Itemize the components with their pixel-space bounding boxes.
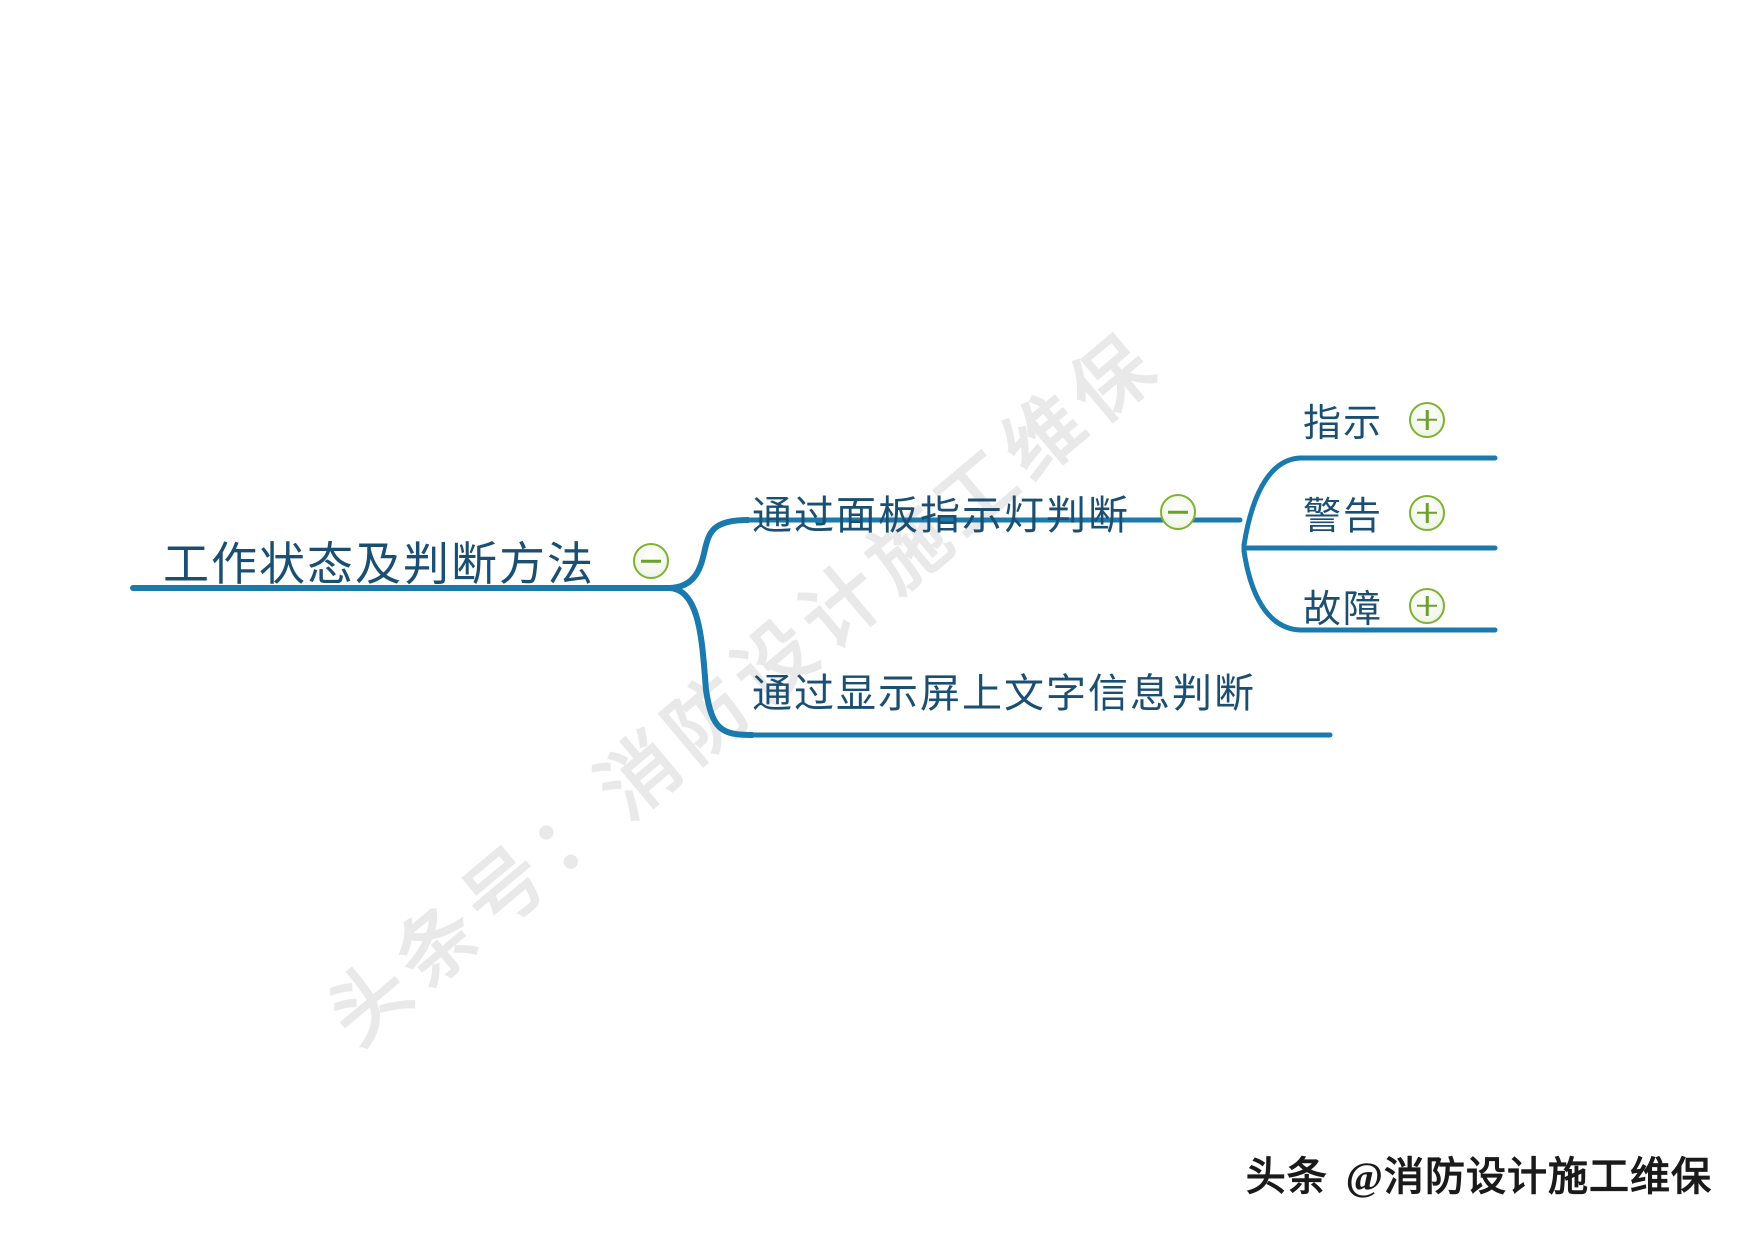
branch-node-screen-text[interactable]: 通过显示屏上文字信息判断: [752, 661, 1256, 719]
root-node[interactable]: 工作状态及判断方法: [163, 528, 669, 594]
branch-node-panel-indicator[interactable]: 通过面板指示灯判断: [752, 483, 1196, 541]
leaf-node-warning-label: 警告: [1303, 496, 1384, 538]
leaf-node-indicate-label: 指示: [1303, 403, 1384, 445]
footer-credit: 头条 @消防设计施工维保: [1246, 1144, 1712, 1202]
panel-indicator-collapse-toggle-minus-circle-icon[interactable]: [1160, 494, 1196, 530]
link-panel-to-indicate: [1241, 455, 1423, 548]
leaf-node-indicate[interactable]: 指示: [1303, 392, 1446, 447]
root-node-label: 工作状态及判断方法: [163, 539, 595, 590]
branch-node-screen-text-label: 通过显示屏上文字信息判断: [752, 671, 1256, 716]
leaf-node-warning[interactable]: 警告: [1303, 485, 1446, 540]
fault-expand-toggle-plus-circle-icon[interactable]: [1409, 587, 1446, 624]
footer-handle-label: @消防设计施工维保: [1345, 1154, 1712, 1199]
indicate-expand-toggle-plus-circle-icon[interactable]: [1409, 401, 1446, 438]
footer-brand-label: 头条: [1245, 1154, 1328, 1199]
leaf-node-fault[interactable]: 故障: [1303, 578, 1446, 633]
root-collapse-toggle-minus-circle-icon[interactable]: [633, 543, 669, 579]
warning-expand-toggle-plus-circle-icon[interactable]: [1409, 494, 1446, 531]
link-root-to-screen: [665, 585, 755, 738]
link-panel-to-fault: [1241, 548, 1423, 633]
link-root-to-panel: [665, 517, 751, 591]
branch-node-panel-indicator-label: 通过面板指示灯判断: [752, 493, 1130, 538]
leaf-node-fault-label: 故障: [1303, 589, 1384, 631]
